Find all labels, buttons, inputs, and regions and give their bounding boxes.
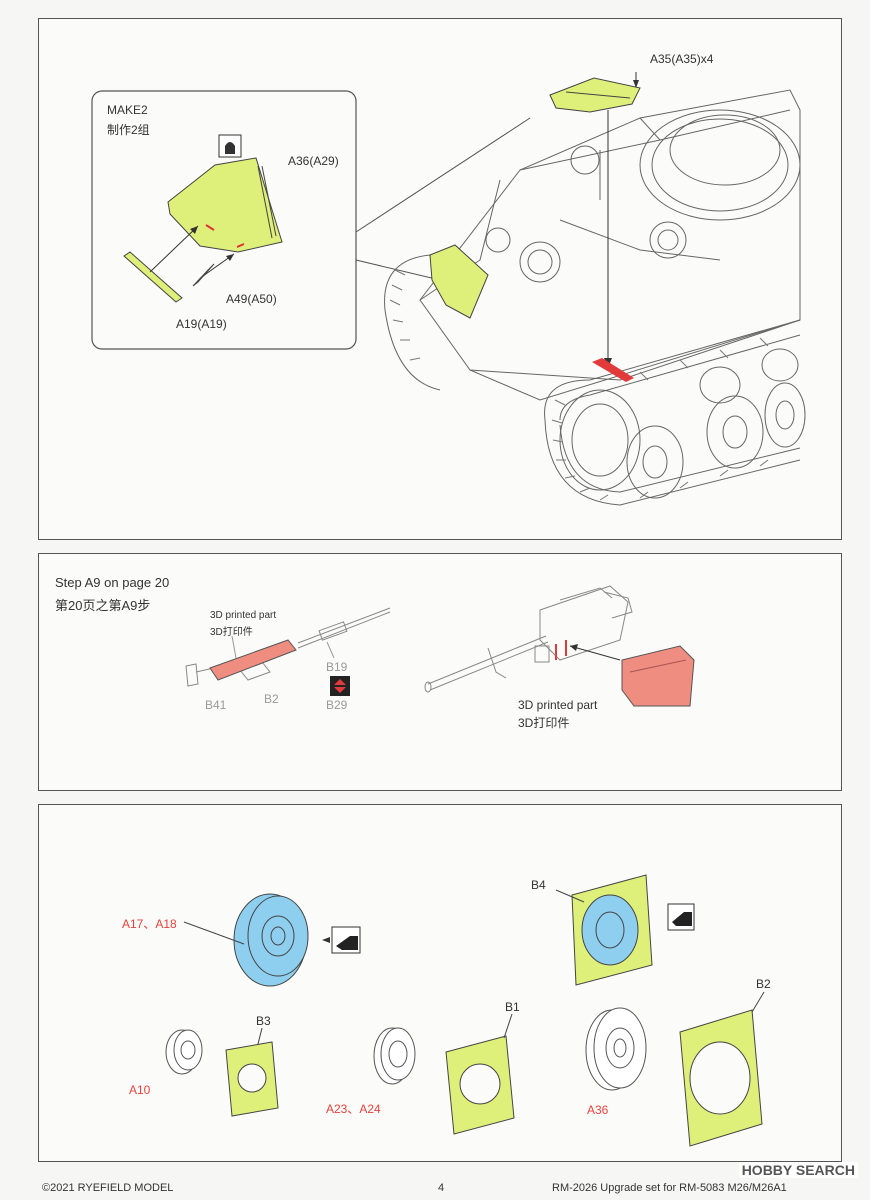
- small-machine-gun: [185, 607, 391, 687]
- printed-part-large: 3D printed part: [518, 698, 598, 712]
- panel-step-a9: [38, 553, 842, 791]
- label-a35: A35(A35)x4: [650, 52, 714, 66]
- label-b1: B1: [505, 1000, 520, 1014]
- label-b29: B29: [326, 698, 348, 712]
- label-a49: A49(A50): [226, 292, 277, 306]
- printed-part-large-cn: 3D打印件: [518, 716, 570, 730]
- label-b4: B4: [531, 878, 546, 892]
- step-title: Step A9 on page 20: [55, 575, 170, 590]
- step-title-cn: 第20页之第A9步: [55, 598, 151, 613]
- part-a19: [123, 251, 183, 303]
- large-machine-gun: [424, 585, 633, 693]
- wheel-a36: [585, 1007, 647, 1091]
- label-a36: A36(A29): [288, 154, 339, 168]
- wheel-a17-a18: [233, 893, 309, 987]
- label-b41: B41: [205, 698, 227, 712]
- label-a10: A10: [129, 1083, 151, 1097]
- installed-fender: [429, 244, 489, 319]
- b29-icon: [330, 676, 350, 696]
- label-b19: B19: [326, 660, 348, 674]
- callout-pointer: [355, 117, 531, 233]
- road-wheels: [559, 348, 806, 499]
- wheel-a10: [165, 1029, 203, 1075]
- part-a49: [192, 263, 215, 287]
- tank-tracks: [384, 254, 801, 506]
- placement-mark: [592, 358, 634, 382]
- label-a17-a18: A17、A18: [122, 917, 177, 931]
- label-a23-a24: A23、A24: [326, 1102, 381, 1116]
- page-number: 4: [438, 1182, 445, 1194]
- large-printed-part: [621, 645, 695, 707]
- printed-part-small: 3D printed part: [210, 610, 277, 621]
- printed-part-small-cn: 3D打印件: [210, 627, 253, 638]
- label-a36-wheel: A36: [587, 1103, 609, 1117]
- copyright: ©2021 RYEFIELD MODEL: [42, 1182, 174, 1194]
- label-b2-small: B2: [264, 692, 279, 706]
- label-a19: A19(A19): [176, 317, 227, 331]
- label-b3: B3: [256, 1014, 271, 1028]
- watermark: HOBBY SEARCH: [738, 1162, 858, 1178]
- make-title-cn: 制作2组: [107, 123, 150, 137]
- make-title: MAKE2: [107, 103, 148, 117]
- product-text: RM-2026 Upgrade set for RM-5083 M26/M26A…: [552, 1182, 787, 1194]
- small-printed-part: [209, 639, 297, 681]
- wheel-a23-a24: [373, 1027, 416, 1085]
- label-b2: B2: [756, 977, 771, 991]
